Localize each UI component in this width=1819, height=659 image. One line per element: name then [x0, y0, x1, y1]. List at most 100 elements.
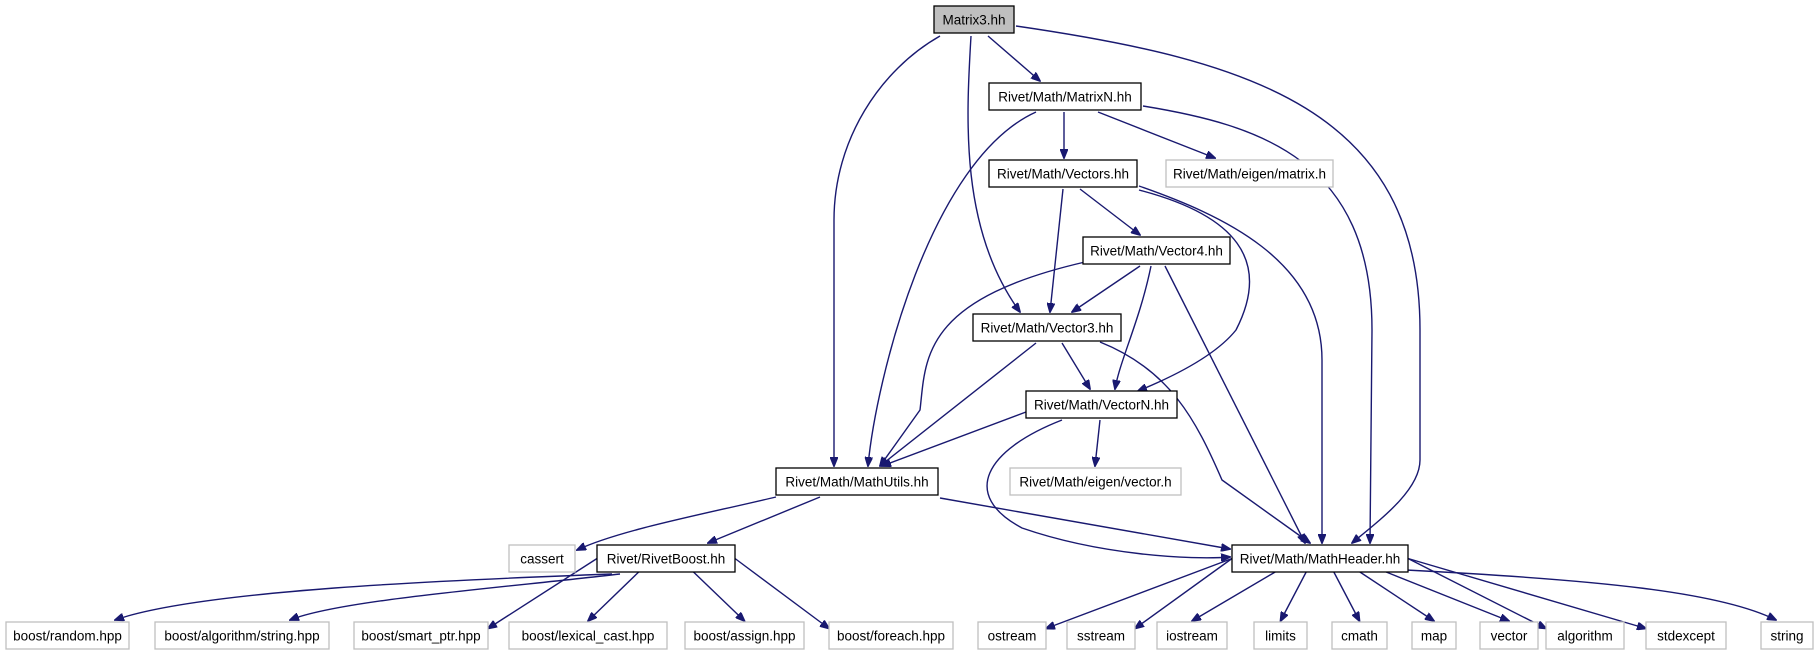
edge-mathheader-to-limits — [1281, 571, 1307, 621]
edge-rivetboost-to-boost_algo — [290, 573, 621, 620]
node-vector3[interactable]: Rivet/Math/Vector3.hh — [972, 313, 1122, 342]
node-label: ostream — [988, 629, 1037, 644]
node-box — [508, 544, 576, 573]
node-box — [828, 621, 954, 650]
edge-matrix3-to-matrixn — [987, 35, 1040, 81]
node-boost_foreach: boost/foreach.hpp — [828, 621, 954, 650]
node-label: limits — [1265, 629, 1296, 644]
node-label: cassert — [520, 552, 564, 567]
node-algorithm: algorithm — [1545, 621, 1625, 650]
node-vector4[interactable]: Rivet/Math/Vector4.hh — [1082, 236, 1231, 265]
edge-vector4-to-mathutils — [880, 261, 1086, 466]
edge-mathheader-to-string — [1405, 569, 1776, 620]
edge-mathutils-to-cassert — [577, 496, 777, 550]
node-box — [1082, 236, 1231, 265]
node-box — [1479, 621, 1539, 650]
node-label: vector — [1491, 629, 1528, 644]
node-vector: vector — [1479, 621, 1539, 650]
node-eigen_vector: Rivet/Math/eigen/vector.h — [1009, 467, 1182, 496]
node-box — [775, 467, 939, 496]
edge-mathheader-to-cmath — [1333, 571, 1360, 621]
node-label: Rivet/Math/eigen/matrix.h — [1173, 167, 1326, 182]
edge-vectors-to-vector4 — [1079, 188, 1140, 235]
edge-mathheader-to-map — [1359, 571, 1434, 621]
node-cmath: cmath — [1331, 621, 1388, 650]
edge-matrix3-to-mathheader — [1015, 25, 1421, 543]
edge-mathutils-to-mathheader — [939, 497, 1230, 549]
edge-layer — [115, 25, 1776, 629]
node-mathheader[interactable]: Rivet/Math/MathHeader.hh — [1231, 544, 1409, 573]
edge-vector3-to-mathheader — [1099, 341, 1310, 543]
node-eigen_matrix: Rivet/Math/eigen/matrix.h — [1165, 159, 1334, 188]
node-box — [988, 82, 1142, 111]
edge-matrix3-to-vector3 — [967, 35, 1020, 312]
node-label: Rivet/Math/MatrixN.hh — [998, 90, 1132, 105]
node-box — [1066, 621, 1136, 650]
node-boost_smartptr: boost/smart_ptr.hpp — [353, 621, 489, 650]
node-label: Rivet/Math/MathUtils.hh — [785, 475, 928, 490]
node-rivetboost[interactable]: Rivet/RivetBoost.hh — [596, 544, 736, 573]
node-label: boost/smart_ptr.hpp — [361, 629, 480, 644]
edge-vectorn-to-mathutils — [882, 411, 1027, 466]
node-matrixn[interactable]: Rivet/Math/MatrixN.hh — [988, 82, 1142, 111]
node-boost_algo: boost/algorithm/string.hpp — [154, 621, 330, 650]
node-box — [972, 313, 1122, 342]
node-boost_random: boost/random.hpp — [5, 621, 130, 650]
node-box — [933, 5, 1015, 34]
node-box — [1411, 621, 1457, 650]
node-label: map — [1421, 629, 1447, 644]
node-label: Rivet/Math/Vectors.hh — [997, 167, 1129, 182]
node-matrix3[interactable]: Matrix3.hh — [933, 5, 1015, 34]
edge-rivetboost-to-boost_lexical — [588, 571, 640, 621]
node-box — [988, 159, 1138, 188]
node-box — [684, 621, 805, 650]
node-box — [1025, 390, 1178, 419]
node-layer: Matrix3.hhRivet/Math/MatrixN.hhRivet/Mat… — [5, 5, 1814, 650]
node-label: iostream — [1166, 629, 1218, 644]
node-label: cmath — [1341, 629, 1378, 644]
edge-mathheader-to-sstream — [1135, 557, 1233, 629]
node-label: Rivet/Math/Vector3.hh — [981, 321, 1114, 336]
node-label: boost/random.hpp — [13, 629, 122, 644]
edge-mathheader-to-vector — [1385, 571, 1509, 621]
node-string: string — [1760, 621, 1814, 650]
node-boost_assign: boost/assign.hpp — [684, 621, 805, 650]
node-vectorn[interactable]: Rivet/Math/VectorN.hh — [1025, 390, 1178, 419]
node-box — [1645, 621, 1727, 650]
node-box — [154, 621, 330, 650]
node-box — [1331, 621, 1388, 650]
edge-vector3-to-vectorn — [1061, 342, 1090, 389]
edge-rivetboost-to-boost_assign — [692, 571, 744, 621]
edge-rivetboost-to-boost_smartptr — [488, 557, 598, 629]
edge-matrixn-to-mathutils — [868, 111, 1037, 466]
edge-mathheader-to-ostream — [1046, 557, 1233, 629]
node-label: Rivet/RivetBoost.hh — [607, 552, 726, 567]
node-box — [1253, 621, 1308, 650]
node-stdexcept: stdexcept — [1645, 621, 1727, 650]
node-vectors[interactable]: Rivet/Math/Vectors.hh — [988, 159, 1138, 188]
node-box — [5, 621, 130, 650]
edge-vectors-to-mathheader — [1138, 185, 1322, 543]
node-box — [977, 621, 1047, 650]
node-mathutils[interactable]: Rivet/Math/MathUtils.hh — [775, 467, 939, 496]
node-box — [1545, 621, 1625, 650]
node-boost_lexical: boost/lexical_cast.hpp — [508, 621, 668, 650]
edge-vectors-to-vector3 — [1050, 188, 1064, 312]
node-label: boost/assign.hpp — [693, 629, 795, 644]
node-map: map — [1411, 621, 1457, 650]
node-label: string — [1770, 629, 1803, 644]
node-cassert: cassert — [508, 544, 576, 573]
node-box — [1156, 621, 1228, 650]
edge-vectorn-to-eigen_vector — [1095, 419, 1101, 466]
edge-mathheader-to-algorithm — [1407, 557, 1546, 629]
node-label: boost/algorithm/string.hpp — [164, 629, 319, 644]
edge-vector3-to-mathutils — [880, 342, 1037, 466]
node-label: Rivet/Math/VectorN.hh — [1034, 398, 1169, 413]
node-label: sstream — [1077, 629, 1125, 644]
node-box — [1009, 467, 1182, 496]
node-label: Rivet/Math/MathHeader.hh — [1240, 552, 1401, 567]
edge-vector4-to-vectorn — [1115, 265, 1152, 389]
node-box — [353, 621, 489, 650]
node-label: Matrix3.hh — [942, 13, 1005, 28]
